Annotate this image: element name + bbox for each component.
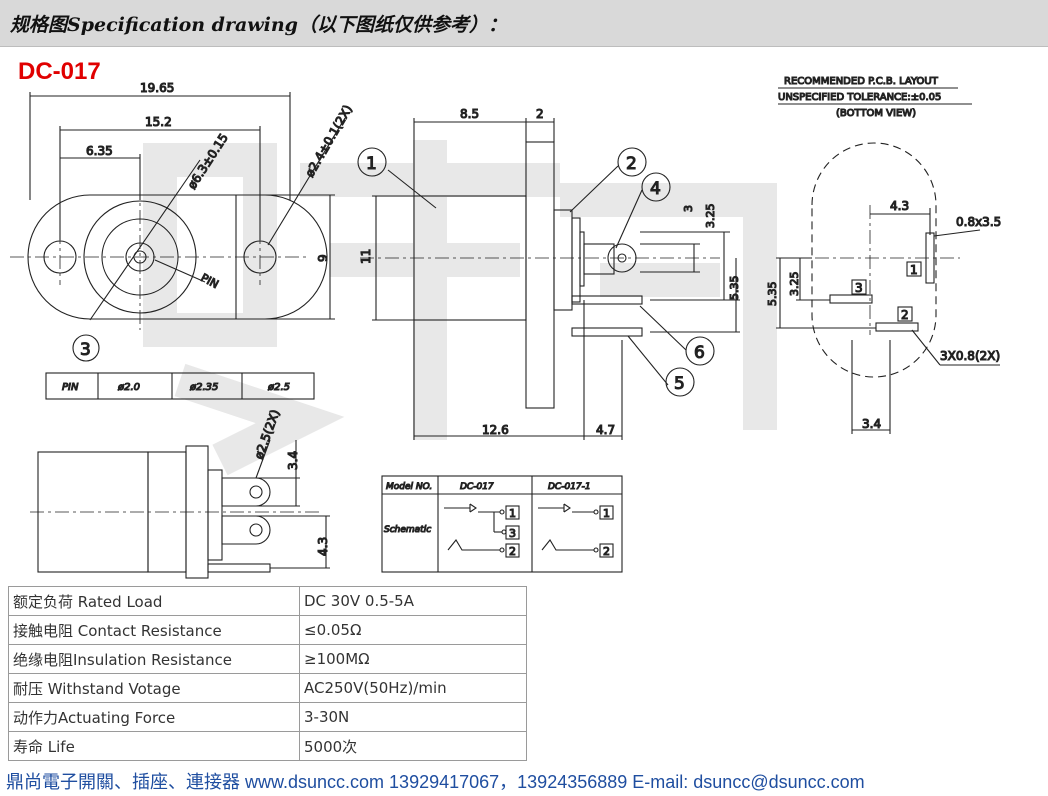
pcb-pad-1: 1 [910,263,918,277]
pcb-title: RECOMMENDED P.C.B. LAYOUT [784,76,939,87]
pin-table [45,372,315,400]
side-view [360,118,740,440]
pcb-layout [776,87,1000,434]
pcb-tolerance: UNSPECIFIED TOLERANCE:±0.05 [778,92,941,103]
schematic-header-model: Model NO. [386,482,432,492]
dim-11: 11 [359,249,373,264]
pcb-dim-4-3: 4.3 [890,199,909,213]
spec-label: 动作力Actuating Force [8,702,300,732]
model-number: DC-017 [18,58,101,85]
spec-label: 绝缘电阻Insulation Resistance [8,644,300,674]
pcb-dim-3-25: 3.25 [788,272,801,297]
spec-value: ≥100MΩ [299,644,527,674]
schematic-header-dc017-1: DC-017-1 [548,482,591,492]
balloon-4: 4 [650,179,661,199]
schematic-b-term-2: 2 [603,545,610,558]
schematic-b-term-1: 1 [603,507,610,520]
pin-tag: PIN [199,271,221,291]
dim-5-35: 5.35 [728,276,741,301]
balloon-1: 1 [366,154,377,174]
pcb-dim-3x0-8: 3X0.8(2X) [940,349,1000,363]
spec-value: DC 30V 0.5-5A [299,586,527,616]
dim-4-7: 4.7 [596,423,615,437]
page-title: 规格图Specification drawing（以下图纸仅供参考）： [10,14,507,36]
spec-label: 耐压 Withstand Votage [8,673,300,703]
pcb-dim-0-8x3-5: 0.8x3.5 [956,215,1001,229]
dim-19-65: 19.65 [140,81,174,95]
bottom-dim-4-3: 4.3 [316,537,330,556]
dim-15-2: 15.2 [145,115,172,129]
pin-table-value-2: ø2.35 [189,382,218,393]
spec-value: ≤0.05Ω [299,615,527,645]
front-view [10,92,346,330]
dim-3-25: 3.25 [704,204,717,229]
spec-label: 接触电阻 Contact Resistance [8,615,300,645]
bottom-view [30,439,330,579]
header-bar: 规格图Specification drawing（以下图纸仅供参考）： [0,0,1048,47]
pcb-pad-2: 2 [901,308,909,322]
balloon-6: 6 [694,343,705,363]
spec-value: 5000次 [299,731,527,761]
watermark-logo [143,140,777,476]
dim-8-5: 8.5 [460,107,479,121]
pcb-dim-3-4: 3.4 [862,417,881,431]
bottom-dim-3-4: 3.4 [286,451,300,470]
spec-value: 3-30N [299,702,527,732]
pin-table-label: PIN [62,382,79,393]
balloon-5: 5 [674,374,685,394]
spec-row: 接触电阻 Contact Resistance≤0.05Ω [8,615,527,645]
balloon-2: 2 [626,154,637,174]
spec-row: 绝缘电阻Insulation Resistance≥100MΩ [8,644,527,674]
pin-table-value-3: ø2.5 [267,382,290,393]
spec-label: 额定负荷 Rated Load [8,586,300,616]
dim-12-6: 12.6 [482,423,509,437]
pcb-view: (BOTTOM VIEW) [836,108,916,119]
schematic-table [381,475,623,573]
spec-value: AC250V(50Hz)/min [299,673,527,703]
schematic-a-term-1: 1 [509,507,516,520]
balloon-3-front: 3 [80,340,91,360]
schematic-row-label: Schematic [384,525,431,535]
specification-drawing: 19.65 15.2 6.35 ø6.3±0.15 ø2.4±0.1(2X) 9… [10,75,1002,579]
pcb-dim-5-35: 5.35 [766,282,779,307]
pcb-pad-3: 3 [855,281,863,295]
schematic-a-term-3: 3 [509,527,516,540]
dim-6-35: 6.35 [86,144,113,158]
dim-3: 3 [682,205,695,212]
schematic-a-term-2: 2 [509,545,516,558]
pin-table-value-1: ø2.0 [117,382,140,393]
schematic-header-dc017: DC-017 [460,482,494,492]
dim-2: 2 [536,107,544,121]
spec-label: 寿命 Life [8,731,300,761]
dim-9: 9 [316,254,330,262]
footer-contact: 鼎尚電子開關、插座、連接器 www.dsuncc.com 13929417067… [6,772,865,792]
